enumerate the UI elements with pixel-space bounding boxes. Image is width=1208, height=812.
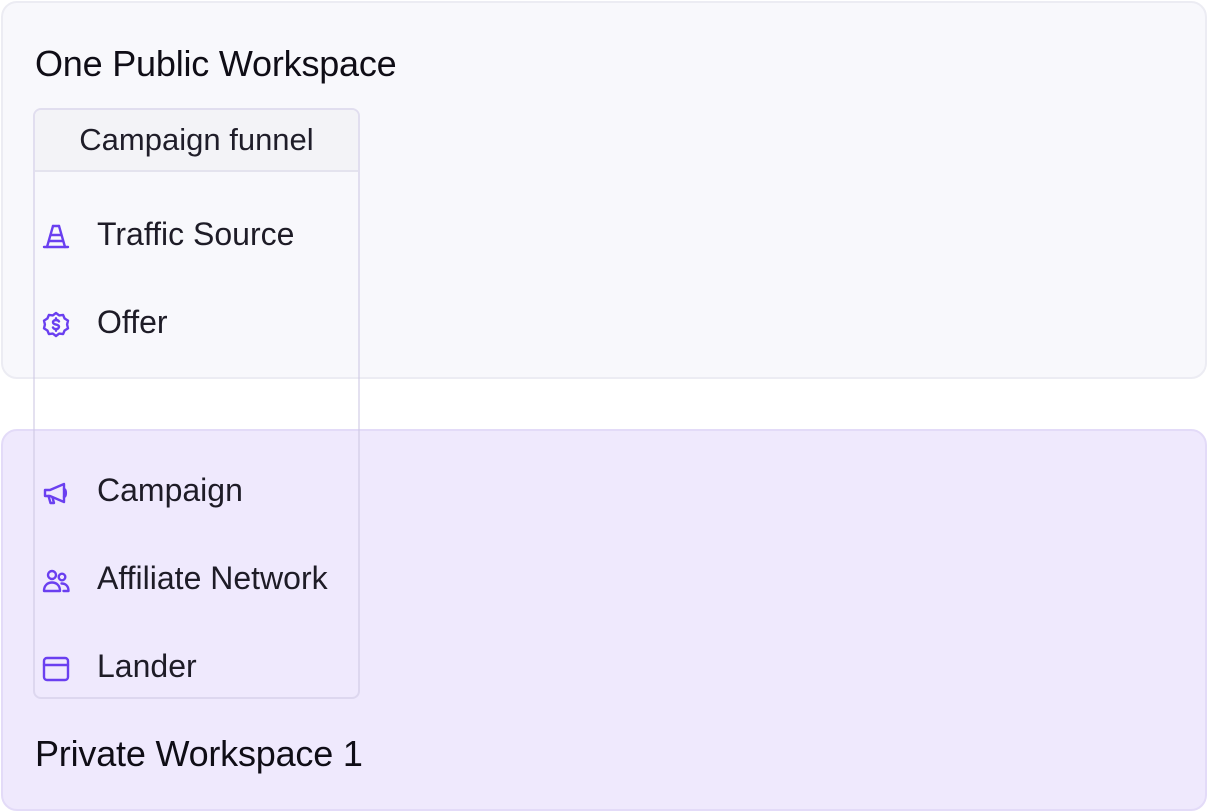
public-workspace-title: One Public Workspace [35, 43, 397, 84]
funnel-item-label: Offer [97, 304, 168, 340]
private-workspace-title: Private Workspace 1 [35, 733, 363, 774]
funnel-item-label: Affiliate Network [97, 560, 328, 596]
private-workspace-panel: Private Workspace 1 [1, 429, 1207, 811]
funnel-item-label: Lander [97, 648, 197, 684]
funnel-item-traffic-source[interactable]: Traffic Source [35, 214, 360, 254]
funnel-item-lander[interactable]: Lander [35, 646, 360, 686]
dollar-badge-icon [41, 310, 71, 340]
browser-window-icon [41, 654, 71, 684]
funnel-item-affiliate-network[interactable]: Affiliate Network [35, 558, 360, 598]
megaphone-icon [41, 478, 71, 508]
public-workspace-panel: One Public Workspace [1, 1, 1207, 379]
funnel-item-campaign[interactable]: Campaign [35, 470, 360, 510]
traffic-cone-icon [41, 222, 71, 252]
campaign-funnel-card: Campaign funnel Traffic Source Offer [33, 108, 360, 699]
campaign-funnel-title: Campaign funnel [35, 110, 358, 172]
funnel-item-offer[interactable]: Offer [35, 302, 360, 342]
funnel-item-label: Traffic Source [97, 216, 295, 252]
users-icon [41, 566, 71, 596]
funnel-item-label: Campaign [97, 472, 243, 508]
